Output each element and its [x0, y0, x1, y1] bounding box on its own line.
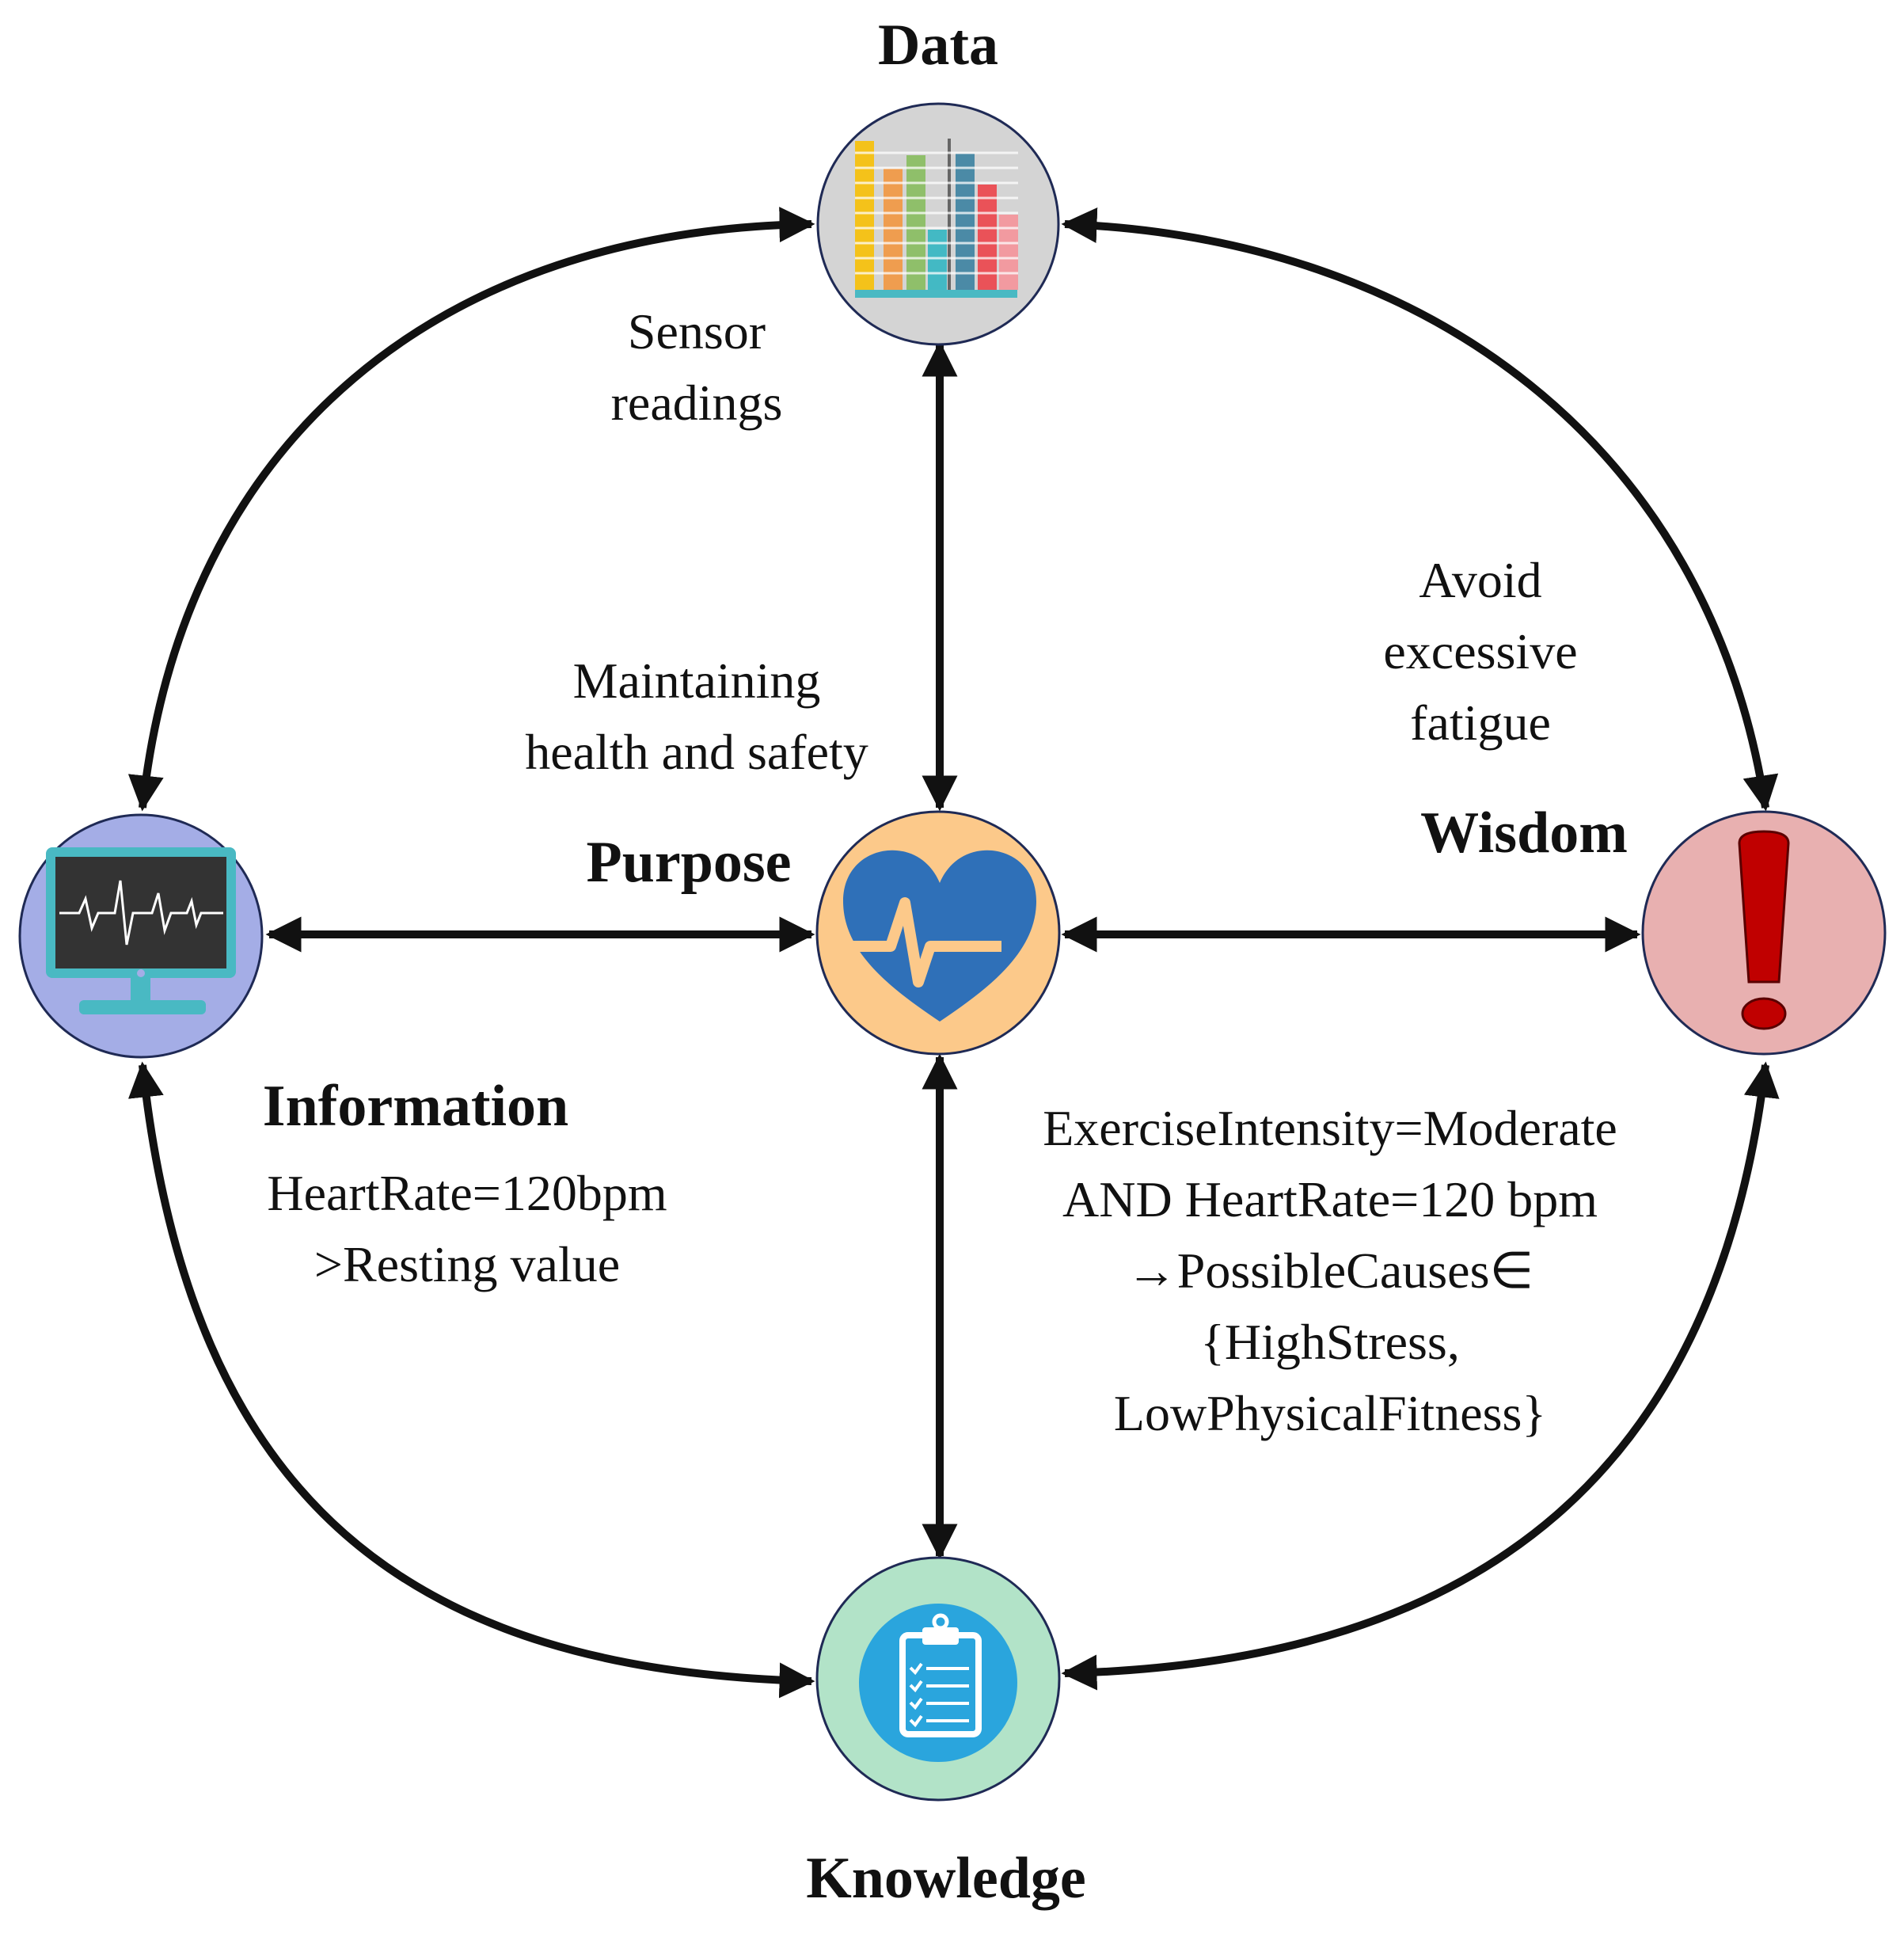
arrow-information-knowledge	[128, 1061, 815, 1699]
data-title: Data	[877, 13, 999, 78]
maintaining-health-label: Maintaining health and safety	[459, 645, 934, 788]
rule-line-3: →PossibleCauses∈	[1126, 1242, 1534, 1299]
rule-line-2: AND HeartRate=120 bpm	[1062, 1171, 1598, 1227]
exclamation-icon	[1738, 830, 1790, 1030]
wisdom-title: Wisdom	[1420, 801, 1628, 866]
avoid-line-3: fatigue	[1410, 694, 1551, 751]
arrow-wisdom-knowledge	[1061, 1061, 1780, 1691]
wisdom-node	[1641, 810, 1887, 1056]
bar-chart-icon	[855, 139, 1018, 298]
information-node	[18, 813, 264, 1059]
knowledge-node	[815, 1556, 1061, 1802]
heartrate-label: HeartRate=120bpm >Resting value	[190, 1158, 744, 1300]
purpose-title: Purpose	[586, 830, 792, 895]
purpose-node	[815, 810, 1061, 1056]
avoid-line-1: Avoid	[1419, 552, 1542, 608]
data-node	[816, 102, 1060, 346]
sensor-readings-line-2: readings	[610, 375, 783, 431]
avoid-line-2: excessive	[1383, 623, 1578, 679]
clipboard-checklist-icon	[859, 1604, 1017, 1762]
arrow-data-information	[127, 207, 815, 812]
sensor-readings-line-1: Sensor	[627, 303, 766, 360]
rule-line-5: LowPhysicalFitness}	[1113, 1385, 1547, 1441]
monitor-heartbeat-icon	[46, 847, 236, 1014]
heartrate-line-1: HeartRate=120bpm	[267, 1165, 667, 1221]
sensor-readings-label: Sensor readings	[538, 296, 855, 439]
arrow-data-wisdom	[1061, 207, 1779, 812]
maintaining-line-2: health and safety	[525, 724, 868, 780]
rule-line-4: {HighStress,	[1200, 1314, 1460, 1370]
heart-pulse-icon	[843, 850, 1036, 1022]
heartrate-line-2: >Resting value	[314, 1236, 621, 1292]
rule-label: ExerciseIntensity=Moderate AND HeartRate…	[966, 1093, 1694, 1449]
maintaining-line-1: Maintaining	[572, 653, 821, 709]
rule-line-1: ExerciseIntensity=Moderate	[1043, 1100, 1617, 1156]
knowledge-title: Knowledge	[806, 1846, 1086, 1911]
information-title: Information	[262, 1074, 569, 1139]
avoid-fatigue-label: Avoid excessive fatigue	[1322, 545, 1639, 759]
data-node-circle	[816, 102, 1060, 346]
